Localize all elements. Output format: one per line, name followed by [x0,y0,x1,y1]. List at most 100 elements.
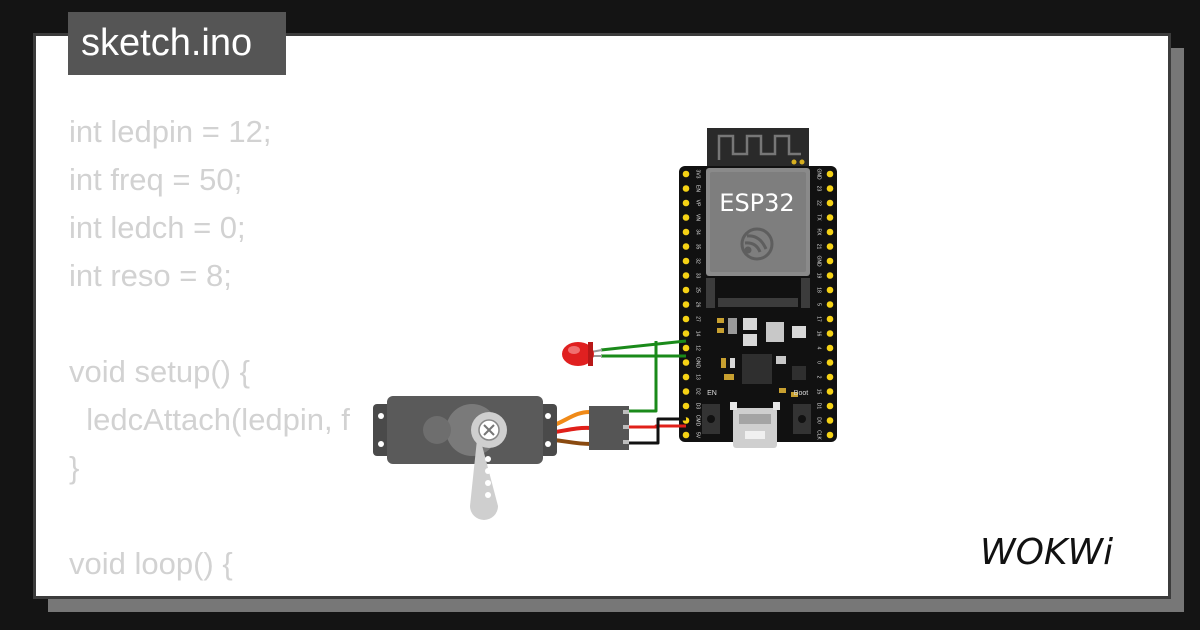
pin-left-12[interactable] [682,344,690,352]
boot-button[interactable] [793,404,811,434]
pin-right-12[interactable] [826,344,834,352]
pin-left-6[interactable] [682,257,690,265]
pin-right-7[interactable] [826,272,834,279]
code-line: void setup() { [69,354,250,389]
pin-left-1[interactable] [682,185,690,192]
pin-left-4[interactable] [682,228,690,236]
pin-right-1[interactable] [826,185,834,192]
wire-led-anode [600,339,687,352]
pin-label: 23 [816,186,822,192]
pin-label: 25 [695,287,701,293]
pin-label: 26 [695,302,701,308]
module-pads [706,278,810,308]
pin-right-10[interactable] [826,315,834,323]
pin-right-6[interactable] [826,257,834,265]
pin-left-8[interactable] [682,286,690,294]
preview-card: int ledpin = 12; int freq = 50; int ledch … [33,33,1171,599]
pin-label: 16 [816,331,822,337]
pin-label: D1 [816,403,822,410]
pin-left-15[interactable] [682,388,690,395]
pin-right-8[interactable] [826,286,834,294]
pin-right-17[interactable] [826,417,834,424]
code-editor[interactable]: int ledpin = 12; int freq = 50; int ledch … [69,108,350,596]
button-en-label: EN [707,390,717,397]
pin-label: EN [695,185,701,192]
wires [600,339,687,445]
pin-label: 27 [695,316,701,322]
pin-label: 18 [816,287,822,293]
pin-right-15[interactable] [826,388,834,395]
pin-label: 3V3 [695,170,701,179]
pin-label: 5 [816,303,822,306]
usb-port[interactable] [733,408,777,448]
pin-left-9[interactable] [682,301,690,308]
pin-label: D2 [695,388,701,395]
pin-right-5[interactable] [826,243,834,250]
pin-label: GND [816,255,822,267]
pin-label: 19 [816,273,822,279]
pin-label: 22 [816,200,822,206]
antenna-trace [717,134,801,160]
pin-label: D0 [816,417,822,424]
pin-label: 13 [695,374,701,380]
file-tab[interactable]: sketch.ino [68,12,286,75]
pin-right-0[interactable] [826,170,834,178]
pin-left-18[interactable] [682,431,690,439]
pin-left-7[interactable] [682,272,690,279]
pin-label: CLK [816,430,822,440]
servo-motor[interactable] [373,396,557,464]
servo-screw-icon [483,424,495,436]
button-boot-label: Boot [794,390,808,397]
esp32-antenna [707,128,809,166]
esp32-left-pin-header: 3V3ENVPVN343532332526271412GND13D2D3CMD5… [682,170,701,439]
pin-left-11[interactable] [682,330,690,337]
code-line: int ledpin = 12; [69,114,272,149]
pin-right-3[interactable] [826,214,834,221]
pin-left-14[interactable] [682,373,690,381]
pin-label: 34 [695,229,701,235]
pin-label: 17 [816,316,822,322]
pin-label: GND [695,357,701,369]
pin-left-10[interactable] [682,315,690,323]
wire-servo-vcc [628,424,686,429]
en-button[interactable] [702,404,720,434]
code-line: int freq = 50; [69,162,243,197]
pin-right-9[interactable] [826,301,834,308]
wire-servo-gnd [628,417,686,445]
code-line: ledcAttach(ledpin, f [69,402,350,437]
pin-right-18[interactable] [826,431,834,439]
pin-label: TX [816,214,822,221]
pin-label: 32 [695,258,701,264]
code-line: int ledch = 0; [69,210,246,245]
board-components [717,318,806,397]
pin-label: RX [816,229,822,237]
pin-label: 33 [695,273,701,279]
pin-label: 15 [816,389,822,395]
pin-right-14[interactable] [826,373,834,381]
pin-right-2[interactable] [826,199,834,207]
pin-label: 5V [695,432,701,439]
red-led[interactable] [562,342,603,366]
pin-right-11[interactable] [826,330,834,337]
pin-label: VN [695,214,701,221]
pin-left-0[interactable] [682,170,690,178]
pin-left-5[interactable] [682,243,690,250]
wokwi-logo-text: WOKWi [980,532,1113,573]
servo-connector [589,406,629,450]
pin-right-16[interactable] [826,402,834,410]
pin-label: 2 [816,376,822,379]
pin-label: 14 [695,331,701,337]
pin-right-13[interactable] [826,359,834,366]
servo-horn[interactable] [470,412,507,520]
pin-left-3[interactable] [682,214,690,221]
circuit-diagram[interactable]: ESP32 [36,36,1168,596]
pin-label: 0 [816,361,822,364]
pin-label: VP [695,200,701,207]
pin-left-2[interactable] [682,199,690,207]
pin-right-4[interactable] [826,228,834,236]
pin-left-16[interactable] [682,402,690,410]
pin-label: CMD [695,415,701,427]
pin-left-13[interactable] [682,359,690,366]
wire-servo-signal [628,341,658,413]
